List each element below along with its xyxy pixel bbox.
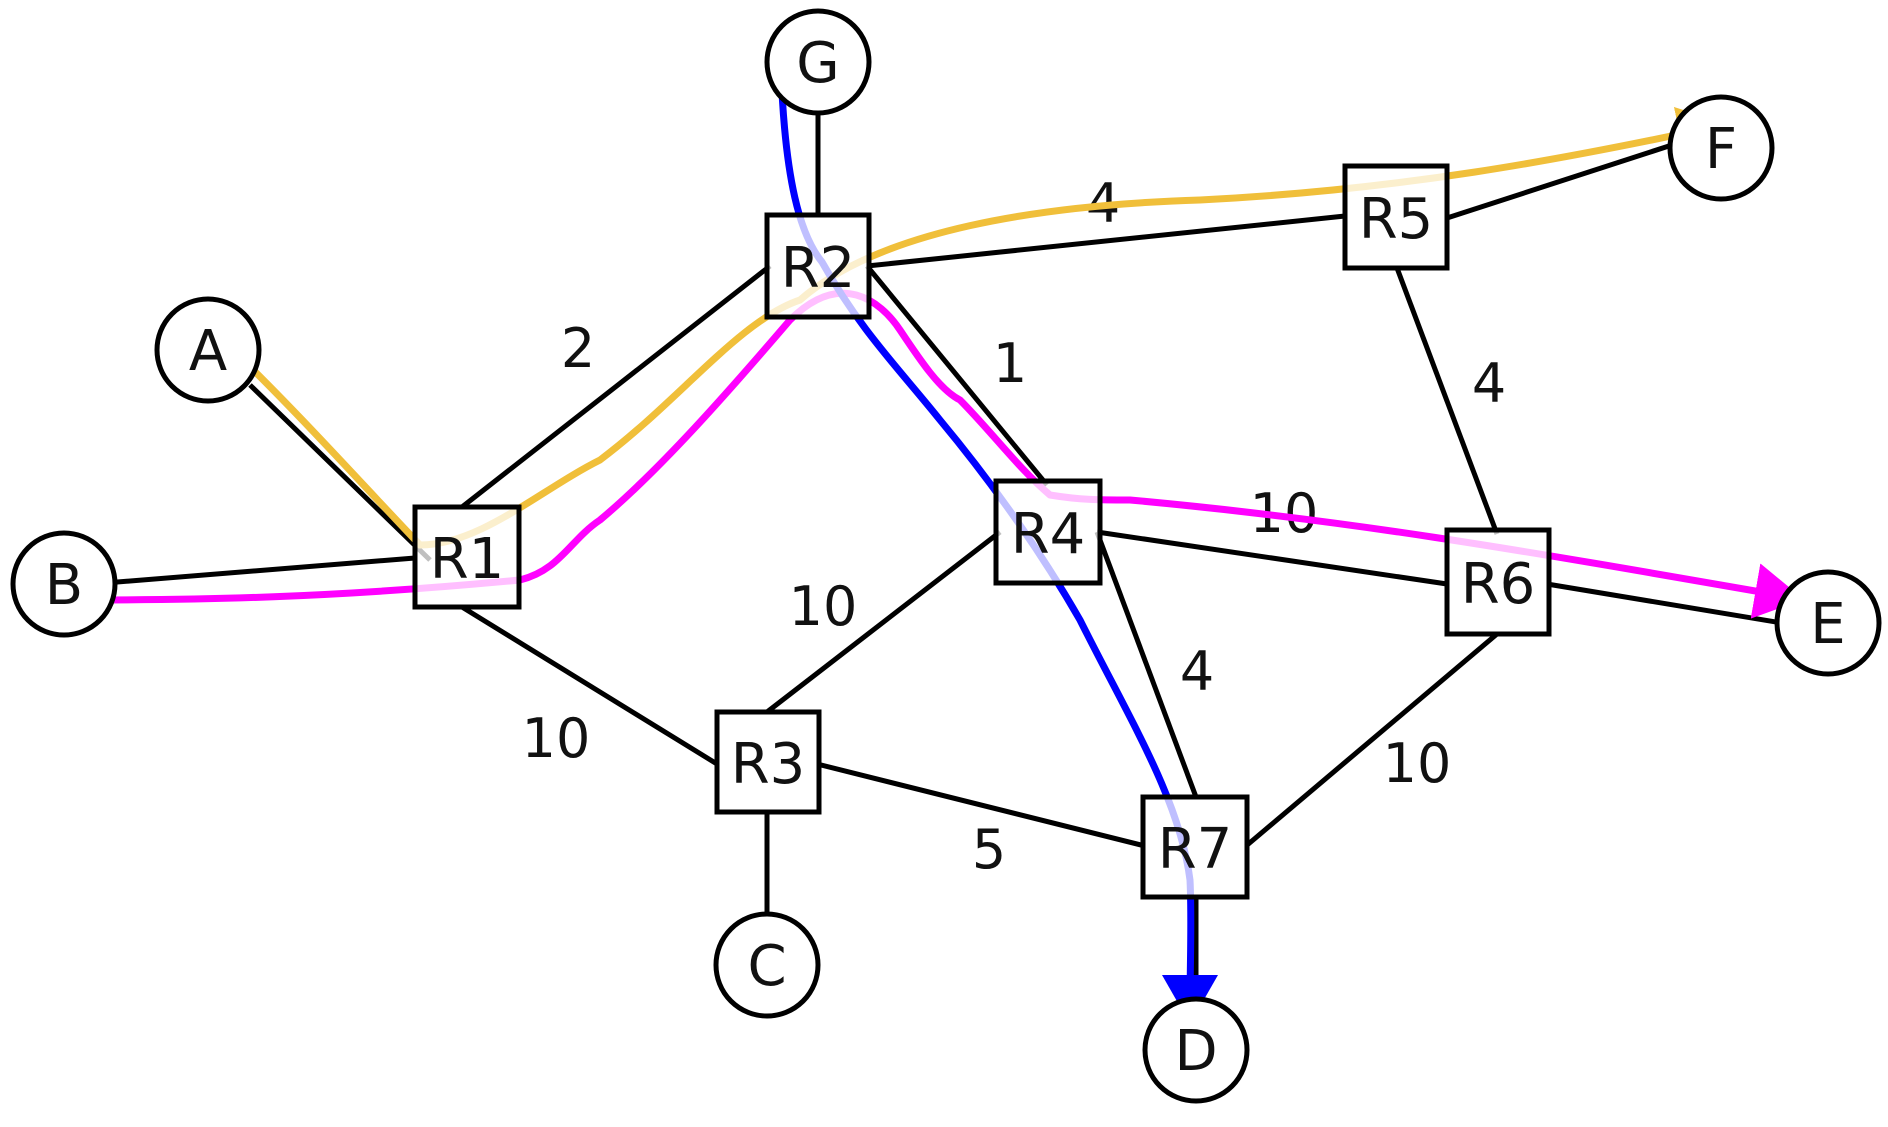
link-r2-r4: [865, 264, 1049, 487]
link-r4-r7: [1094, 531, 1199, 798]
routers-layer: R1 R2 R3 R4 R5 R6 R7: [412, 163, 1552, 900]
router-r1: R1: [412, 504, 522, 610]
link-r6-r7: [1244, 632, 1499, 848]
link-r3-r7: [816, 761, 1146, 849]
weight-r1-r3: 10: [522, 707, 591, 770]
host-b-label: B: [45, 553, 83, 618]
link-e-r6: [1546, 581, 1783, 626]
router-r7-label: R7: [1158, 817, 1233, 882]
link-r2-r5: [866, 213, 1346, 269]
router-r7: R7: [1140, 794, 1250, 900]
host-b: B: [10, 530, 118, 638]
router-r2: R2: [764, 212, 872, 320]
router-r2-label: R2: [781, 236, 856, 301]
host-g: G: [764, 8, 872, 116]
link-f-r5: [1446, 142, 1673, 221]
link-r5-r6: [1394, 267, 1500, 535]
link-r1-r3: [460, 604, 719, 767]
router-r3-label: R3: [731, 732, 806, 797]
router-r5-label: R5: [1359, 187, 1434, 252]
host-f: F: [1667, 94, 1775, 202]
router-r6-label: R6: [1461, 552, 1536, 617]
link-a-r1: [248, 383, 432, 562]
weight-r6-r7: 10: [1383, 732, 1452, 795]
hosts-layer: A B C D E F G: [10, 8, 1882, 1104]
router-r6: R6: [1444, 527, 1552, 637]
host-c: C: [713, 911, 821, 1019]
host-a: A: [154, 296, 262, 404]
link-r4-r6: [1096, 529, 1448, 587]
router-r3: R3: [714, 709, 822, 815]
host-a-label: A: [189, 319, 227, 384]
weight-r3-r7: 5: [972, 818, 1006, 881]
host-g-label: G: [796, 31, 839, 96]
weight-r5-r6: 4: [1472, 352, 1506, 415]
router-r5: R5: [1342, 163, 1450, 271]
weight-r1-r2: 2: [561, 317, 595, 380]
route-a-to-f: [228, 106, 1728, 549]
host-e: E: [1774, 569, 1882, 677]
host-e-label: E: [1810, 592, 1845, 657]
link-r1-r2: [460, 264, 772, 509]
weight-r3-r4: 10: [789, 575, 858, 638]
host-c-label: C: [747, 934, 786, 999]
router-r4: R4: [993, 478, 1103, 586]
weight-r2-r4: 1: [993, 332, 1027, 395]
host-d: D: [1142, 996, 1250, 1104]
host-d-label: D: [1174, 1019, 1217, 1084]
weights-layer: 2 10 1 4 10 5 10 4 4 10: [522, 172, 1507, 881]
link-b-r1: [104, 555, 416, 586]
links-layer: [104, 108, 1783, 1000]
router-r1-label: R1: [430, 527, 505, 592]
weight-r4-r7: 4: [1180, 640, 1214, 703]
router-r4-label: R4: [1011, 502, 1086, 567]
host-f-label: F: [1705, 117, 1737, 182]
link-r3-r4: [765, 530, 1002, 714]
